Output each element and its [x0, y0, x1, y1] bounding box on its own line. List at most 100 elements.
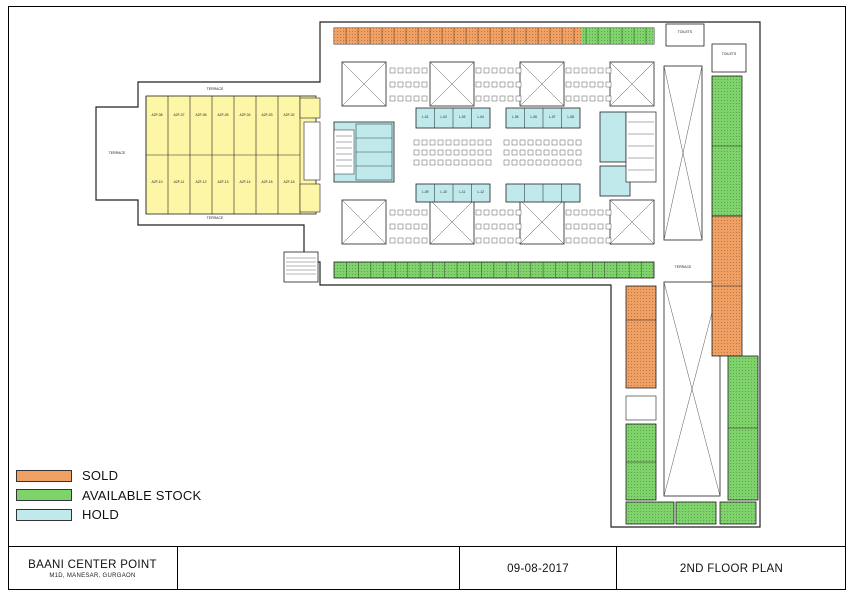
seat-block	[445, 159, 452, 166]
hold-unit-label: L-08	[568, 115, 575, 119]
seating-rows	[389, 67, 612, 244]
seat-block	[581, 67, 588, 74]
seat-block	[527, 159, 534, 166]
seat-block	[485, 149, 492, 156]
seat-block	[573, 237, 580, 244]
right-column-units	[625, 75, 759, 525]
seat-block	[565, 81, 572, 88]
seat-block	[565, 67, 572, 74]
seat-block	[491, 237, 498, 244]
seat-block	[573, 95, 580, 102]
legend-row-sold: SOLD	[16, 466, 201, 486]
seat-block	[453, 159, 460, 166]
seat-block	[515, 223, 522, 230]
project-cell: BAANI CENTER POINT M1D, MANESAR, GURGAON	[8, 547, 178, 590]
hold-unit-label: L-10	[441, 190, 448, 194]
seat-block	[573, 209, 580, 216]
seat-block	[461, 149, 468, 156]
legend-label-available: AVAILABLE STOCK	[82, 487, 202, 503]
seat-block	[437, 139, 444, 146]
seat-block	[551, 159, 558, 166]
seat-block	[581, 95, 588, 102]
hold-unit-label: L-12	[478, 190, 485, 194]
seat-block	[581, 81, 588, 88]
seat-block	[485, 139, 492, 146]
left-wing-unit-label: A2F-05	[217, 113, 228, 117]
seat-block	[507, 81, 514, 88]
hold-unit-label: L-02	[441, 115, 448, 119]
terrace-label-left: TERRACE	[109, 151, 126, 155]
legend-swatch-hold	[16, 508, 72, 521]
seat-block	[499, 209, 506, 216]
left-wing-side-units	[283, 97, 321, 283]
seat-block	[389, 223, 396, 230]
seat-block	[589, 67, 596, 74]
seat-block	[515, 209, 522, 216]
seat-block	[507, 237, 514, 244]
seat-block	[421, 209, 428, 216]
seat-block	[421, 67, 428, 74]
seat-block	[605, 209, 612, 216]
seat-block	[543, 159, 550, 166]
project-name: BAANI CENTER POINT	[28, 558, 157, 571]
seat-block	[413, 95, 420, 102]
seat-block	[597, 81, 604, 88]
plan-title: 2ND FLOOR PLAN	[679, 562, 784, 575]
seat-block	[511, 159, 518, 166]
seat-block	[413, 67, 420, 74]
seat-block	[499, 223, 506, 230]
seat-block	[573, 81, 580, 88]
seat-block	[475, 209, 482, 216]
date-cell: 09-08-2017	[460, 547, 617, 590]
seat-block	[551, 139, 558, 146]
seat-block	[475, 67, 482, 74]
seat-block	[405, 209, 412, 216]
seat-block	[483, 237, 490, 244]
legend-swatch-sold	[16, 469, 72, 482]
left-wing-unit-label: A2F-07	[173, 113, 184, 117]
legend-label-hold: HOLD	[82, 507, 119, 523]
seat-block	[453, 139, 460, 146]
legend: SOLD AVAILABLE STOCK HOLD	[16, 466, 201, 525]
seat-block	[581, 209, 588, 216]
seat-block	[511, 149, 518, 156]
left-wing-unit-label: A2F-10	[151, 180, 162, 184]
title-block: BAANI CENTER POINT M1D, MANESAR, GURGAON…	[8, 546, 846, 590]
seat-block	[421, 159, 428, 166]
left-wing-unit-label: A2F-15	[261, 180, 272, 184]
seat-block	[389, 237, 396, 244]
seat-block	[527, 139, 534, 146]
seat-block	[565, 209, 572, 216]
seat-block	[507, 67, 514, 74]
seat-block	[413, 237, 420, 244]
seat-block	[421, 223, 428, 230]
seat-block	[605, 223, 612, 230]
seat-block	[389, 209, 396, 216]
seat-block	[559, 159, 566, 166]
seat-block	[605, 67, 612, 74]
seat-block	[413, 149, 420, 156]
seat-block	[573, 223, 580, 230]
seat-block	[421, 95, 428, 102]
seat-block	[551, 149, 558, 156]
seat-block	[469, 149, 476, 156]
hold-unit-label: L-03	[459, 115, 466, 119]
seat-block	[589, 95, 596, 102]
toilets-label-2: TOILETS	[722, 52, 737, 56]
atriums	[341, 61, 655, 245]
hold-unit-label: L-09	[422, 190, 429, 194]
seat-block	[475, 95, 482, 102]
seat-block	[461, 139, 468, 146]
hold-unit-label: L-04	[478, 115, 485, 119]
seat-block	[597, 209, 604, 216]
seat-block	[405, 95, 412, 102]
vertical-voids	[663, 65, 721, 497]
seat-block	[559, 139, 566, 146]
seat-block	[483, 95, 490, 102]
drawing-sheet	[8, 6, 846, 590]
seat-block	[413, 223, 420, 230]
seat-block	[589, 209, 596, 216]
left-wing-unit-label: A2F-02	[283, 113, 294, 117]
seat-block	[477, 149, 484, 156]
terrace-labels: TERRACE TERRACE TERRACE TERRACE	[109, 87, 692, 269]
